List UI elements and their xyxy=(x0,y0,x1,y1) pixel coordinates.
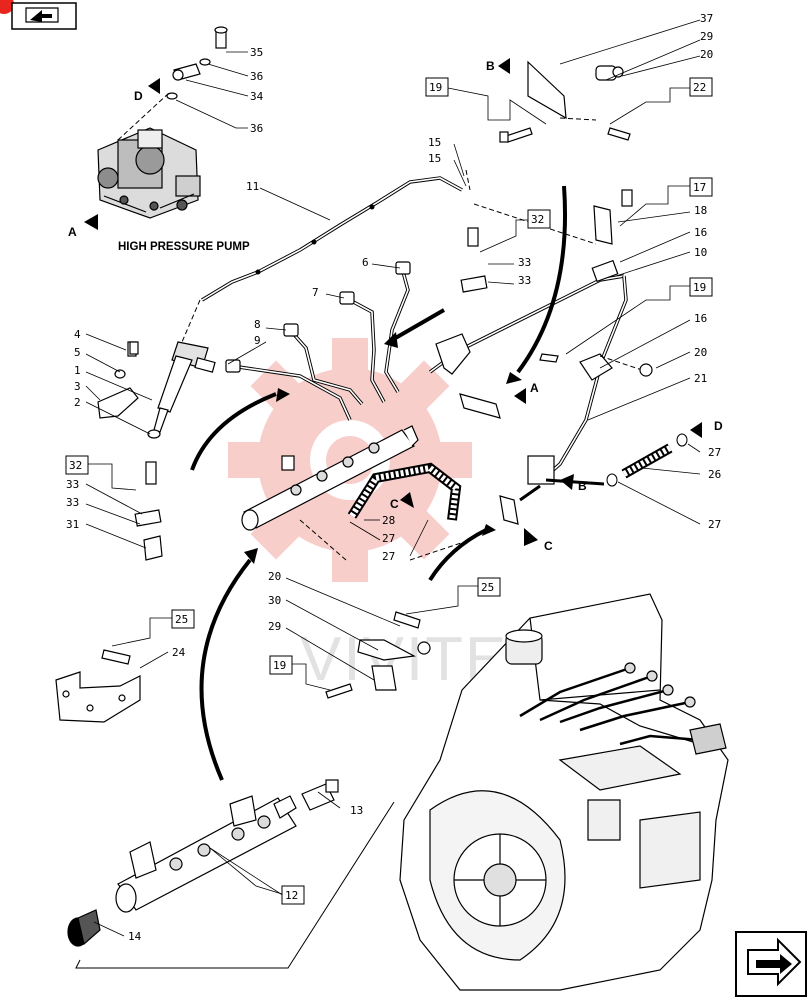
ref-label: 9 xyxy=(254,334,261,347)
boxed-ref-label: 19 xyxy=(429,81,442,94)
ref-label: 27 xyxy=(382,532,395,545)
ref-label: 34 xyxy=(250,90,264,103)
pump-caption: HIGH PRESSURE PUMP xyxy=(118,241,250,253)
view-marker-letters: A D B A D B C C xyxy=(68,59,723,553)
ref-label: 7 xyxy=(312,286,319,299)
boxed-ref-labels: 19 22 32 17 19 32 25 25 19 12 xyxy=(69,81,706,902)
ref-label: 36 xyxy=(250,70,263,83)
ref-label: 33 xyxy=(66,478,79,491)
ref-label: 31 xyxy=(66,518,79,531)
ref-label: 27 xyxy=(708,446,721,459)
ref-number-labels: 35 36 34 36 11 37 29 20 15 15 33 33 18 1… xyxy=(66,12,721,943)
assembly-flow-arrows xyxy=(190,185,568,781)
pressure-sensor xyxy=(301,779,339,811)
red-dot-icon xyxy=(0,0,14,14)
ref-label: 26 xyxy=(708,468,721,481)
forward-navigation-button[interactable] xyxy=(735,931,807,997)
view-marker-C: C xyxy=(544,539,553,553)
boxed-ref-label: 22 xyxy=(693,81,706,94)
ref-label: 21 xyxy=(694,372,707,385)
view-marker-arrows xyxy=(84,58,702,546)
ref-label: 30 xyxy=(268,594,281,607)
view-marker-A: A xyxy=(530,381,539,395)
ref-label: 35 xyxy=(250,46,263,59)
ref-label: 3 xyxy=(74,380,81,393)
ref-label: 4 xyxy=(74,328,81,341)
engine-block xyxy=(399,593,729,991)
ref-label: 15 xyxy=(428,136,441,149)
boxed-ref-label: 25 xyxy=(175,613,188,626)
injector xyxy=(147,341,216,439)
ref-label: 33 xyxy=(518,256,531,269)
ref-label: 29 xyxy=(268,620,281,633)
view-marker-B: B xyxy=(578,479,587,493)
ref-label: 20 xyxy=(700,48,713,61)
ref-label: 27 xyxy=(708,518,721,531)
ref-label: 27 xyxy=(382,550,395,563)
ref-label: 13 xyxy=(350,804,363,817)
ref-label: 16 xyxy=(694,226,707,239)
ref-label: 8 xyxy=(254,318,261,331)
ref-label: 14 xyxy=(128,930,142,943)
ref-label: 18 xyxy=(694,204,707,217)
view-marker-D: D xyxy=(134,89,143,103)
ref-label: 20 xyxy=(268,570,281,583)
boxed-ref-label: 32 xyxy=(69,459,82,472)
ref-label: 29 xyxy=(700,30,713,43)
boxed-ref-frames xyxy=(65,77,713,905)
ref-label: 37 xyxy=(700,12,713,25)
boxed-ref-label: 17 xyxy=(693,181,706,194)
common-rail-assembly xyxy=(115,795,297,913)
boxed-ref-label: 32 xyxy=(531,213,544,226)
ref-label: 15 xyxy=(428,152,441,165)
view-marker-A: A xyxy=(68,225,77,239)
ref-label: 5 xyxy=(74,346,81,359)
view-marker-C: C xyxy=(390,497,399,511)
mounting-bracket xyxy=(55,671,141,723)
high-pressure-pump xyxy=(97,127,201,219)
boxed-ref-label: 12 xyxy=(285,889,298,902)
ref-label: 24 xyxy=(172,646,186,659)
ref-label: 28 xyxy=(382,514,395,527)
bolts xyxy=(101,66,653,699)
ref-label: 10 xyxy=(694,246,707,259)
ref-label: 33 xyxy=(66,496,79,509)
ref-label: 2 xyxy=(74,396,81,409)
leader-lines xyxy=(85,19,701,937)
ref-label: 33 xyxy=(518,274,531,287)
boxed-ref-label: 19 xyxy=(273,659,286,672)
ref-label: 1 xyxy=(74,364,81,377)
common-rail xyxy=(241,425,419,531)
boxed-ref-label: 25 xyxy=(481,581,494,594)
ref-label: 11 xyxy=(246,180,259,193)
view-marker-B: B xyxy=(486,59,495,73)
view-marker-D: D xyxy=(714,419,723,433)
pipe-brackets xyxy=(435,60,619,525)
ref-label: 20 xyxy=(694,346,707,359)
back-arrow-icon xyxy=(30,10,52,22)
plug-14 xyxy=(67,909,101,947)
banjo-bolt-assembly xyxy=(166,26,228,100)
boxed-ref-label: 19 xyxy=(693,281,706,294)
back-navigation-button[interactable] xyxy=(0,0,77,30)
ref-label: 16 xyxy=(694,312,707,325)
ref-label: 6 xyxy=(362,256,369,269)
ref-label: 36 xyxy=(250,122,263,135)
